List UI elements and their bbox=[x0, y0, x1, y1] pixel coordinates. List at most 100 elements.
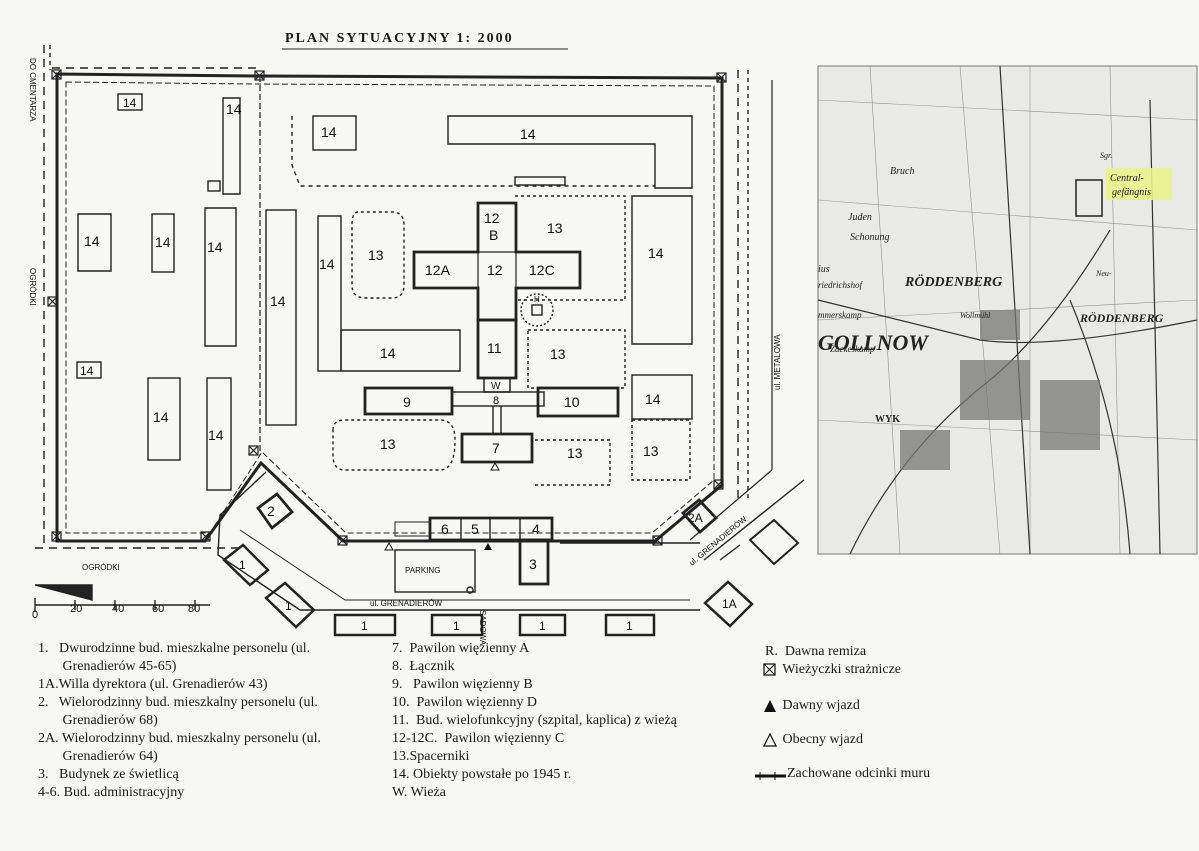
legend-item: W. Wieża bbox=[392, 785, 446, 800]
inset-label-sgr: Sgr. bbox=[1100, 151, 1112, 160]
inset-label-central2: gefängnis bbox=[1112, 187, 1151, 198]
label-14: 14 bbox=[648, 245, 664, 261]
scale-tick-label: 40 bbox=[112, 603, 124, 615]
label-1: 1 bbox=[453, 619, 460, 633]
label-13: 13 bbox=[550, 346, 566, 362]
legend-item-towers: Wieżyczki strażnicze bbox=[779, 662, 901, 677]
inset-label-zackeskamp: Zackeskamp bbox=[830, 344, 875, 354]
label-14: 14 bbox=[155, 234, 171, 250]
current-entrance-icon bbox=[384, 541, 394, 551]
scale-tick-label: 0 bbox=[32, 609, 38, 621]
inset-label-schonung: Schonung bbox=[850, 232, 889, 243]
legend-item: 2A. Wielorodzinny bud. mieszkalny person… bbox=[38, 731, 322, 746]
label-14: 14 bbox=[226, 101, 242, 117]
label-12b: B bbox=[489, 227, 498, 243]
label-2: 2 bbox=[267, 503, 275, 519]
label-12: 12 bbox=[484, 210, 500, 226]
guard-tower-icon bbox=[47, 69, 727, 546]
legend-item: Grenadierów 68) bbox=[38, 713, 158, 728]
inset-label-juden: Juden bbox=[848, 212, 872, 223]
label-14: 14 bbox=[270, 293, 286, 309]
label-1: 1 bbox=[626, 619, 633, 633]
legend-item: 12-12C. Pawilon więzienny C bbox=[392, 731, 565, 746]
label-14: 14 bbox=[84, 233, 100, 249]
label-14: 14 bbox=[80, 364, 94, 378]
scale-tick-label: 20 bbox=[70, 603, 82, 615]
legend-item: 11. Bud. wielofunkcyjny (szpital, kaplic… bbox=[392, 713, 677, 728]
inset-label-central: Central- bbox=[1110, 173, 1144, 184]
label-14: 14 bbox=[207, 239, 223, 255]
label-1: 1 bbox=[539, 619, 546, 633]
label-1: 1 bbox=[239, 558, 246, 572]
legend-item: 13.Spacerniki bbox=[392, 749, 470, 764]
inset-label-wyk: WYK bbox=[875, 414, 900, 425]
former-entrance-icon bbox=[484, 543, 492, 550]
label-14: 14 bbox=[123, 96, 137, 110]
label-5: 5 bbox=[471, 521, 479, 537]
inset-label-gollnow: GOLLNOW bbox=[818, 330, 929, 355]
legend-item-new-entrance: Obecny wjazd bbox=[779, 732, 863, 747]
label-12: 12 bbox=[487, 262, 503, 278]
legend-item-remiza: R. Dawna remiza bbox=[765, 644, 867, 659]
label-13: 13 bbox=[368, 247, 384, 263]
gardens-label-bottom: OGRÓDKI bbox=[82, 563, 120, 572]
street-label-bottom: ul. GRENADIERÓW bbox=[370, 599, 442, 608]
inset-label-wollmuhl: Wollmühl bbox=[960, 311, 991, 320]
street-label-right: ul. METALOWA bbox=[773, 334, 782, 390]
street-label-sadowa: SADOWA bbox=[478, 610, 487, 646]
inset-label-friedrich: riedrichshof bbox=[818, 280, 863, 290]
legend-item: 1. Dwurodzinne bud. mieszkalne personelu… bbox=[38, 641, 311, 656]
inset-label-roddenberg: RÖDDENBERG bbox=[904, 273, 1002, 290]
plan-title: PLAN SYTUACYJNY 1: 2000 bbox=[285, 31, 514, 46]
legend-middle: 7. Pawilon więzienny A 8. Łącznik 9. Paw… bbox=[392, 640, 677, 802]
legend-item: 7. Pawilon więzienny A bbox=[392, 641, 530, 656]
inset-label-bruch: Bruch bbox=[890, 166, 914, 177]
label-12c: 12C bbox=[529, 262, 555, 278]
inset-label-roddenberg2: RÖDDENBERG bbox=[1079, 311, 1164, 325]
label-8: 8 bbox=[493, 395, 499, 407]
legend-item: 4-6. Bud. administracyjny bbox=[38, 785, 185, 800]
legend-item: 1A.Willa dyrektora (ul. Grenadierów 43) bbox=[38, 677, 268, 692]
legend-item: 9. Pawilon więzienny B bbox=[392, 677, 533, 692]
scale-tick-label: 80 bbox=[188, 603, 200, 615]
label-11: 11 bbox=[487, 340, 502, 356]
street-label-left: DO CMENTARZA bbox=[28, 58, 37, 122]
legend-left: 1. Dwurodzinne bud. mieszkalne personelu… bbox=[38, 640, 321, 802]
legend-right: R. Dawna remiza Wieżyczki strażnicze Daw… bbox=[765, 643, 930, 783]
legend-item: 8. Łącznik bbox=[392, 659, 455, 674]
label-4: 4 bbox=[532, 521, 540, 537]
label-3: 3 bbox=[529, 556, 537, 572]
label-13: 13 bbox=[643, 443, 659, 459]
inset-topographic-map: Central- gefängnis Bruch Juden Schonung … bbox=[817, 65, 1198, 555]
legend-item-old-entrance: Dawny wjazd bbox=[779, 698, 860, 713]
label-13: 13 bbox=[380, 436, 396, 452]
label-14: 14 bbox=[208, 427, 224, 443]
legend-item: Grenadierów 64) bbox=[38, 749, 158, 764]
label-10: 10 bbox=[564, 394, 580, 410]
scale-tick-label: 60 bbox=[152, 603, 164, 615]
legend-item: 10. Pawilon więzienny D bbox=[392, 695, 538, 710]
legend-item-wall: Zachowane odcinki muru bbox=[787, 766, 931, 781]
inset-label-ius: ius bbox=[818, 264, 830, 275]
label-1: 1 bbox=[361, 619, 368, 633]
label-7: 7 bbox=[492, 440, 500, 456]
legend-item: 14. Obiekty powstałe po 1945 r. bbox=[392, 767, 572, 782]
label-14: 14 bbox=[520, 126, 536, 142]
legend-item: Grenadierów 45-65) bbox=[38, 659, 177, 674]
legend-symbols bbox=[755, 663, 786, 780]
label-h: H bbox=[534, 295, 540, 304]
label-2a: 2A bbox=[688, 511, 703, 525]
parking-label: PARKING bbox=[405, 566, 440, 575]
legend-item: 3. Budynek ze świetlicą bbox=[38, 767, 179, 782]
legend-item: 2. Wielorodzinny bud. mieszkalny persone… bbox=[38, 695, 318, 710]
label-1a: 1A bbox=[722, 597, 737, 611]
inset-label-mmerskamp: mmerskamp bbox=[818, 310, 862, 320]
label-13: 13 bbox=[547, 220, 563, 236]
label-14: 14 bbox=[645, 391, 661, 407]
label-1: 1 bbox=[285, 599, 292, 613]
inset-label-neu: Neu- bbox=[1095, 269, 1112, 278]
label-14: 14 bbox=[321, 124, 337, 140]
gardens-label-left: OGRÓDKI bbox=[28, 268, 37, 306]
label-9: 9 bbox=[403, 394, 411, 410]
